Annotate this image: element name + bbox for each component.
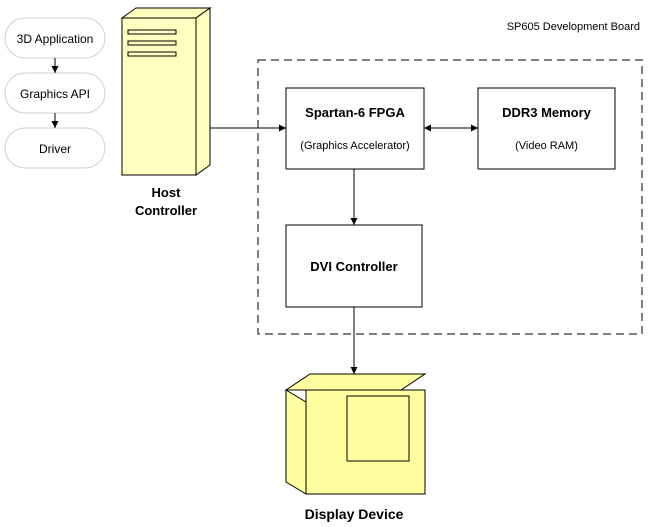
host-label-line1: Host — [151, 185, 181, 200]
display-label: Display Device — [304, 506, 404, 522]
board-border — [257, 59, 643, 335]
fpga-box — [285, 87, 425, 170]
stack-label-driver: Driver — [39, 142, 71, 156]
monitor-icon — [284, 373, 427, 495]
stack-label-graphics-api: Graphics API — [19, 87, 91, 101]
stack-label-3d-application: 3D Application — [16, 32, 94, 46]
ddr3-subtitle: (Video RAM) — [515, 140, 578, 152]
fpga-title: Spartan-6 FPGA — [305, 105, 405, 120]
host-tower-icon — [120, 7, 212, 176]
board-label: SP605 Development Board — [506, 21, 640, 33]
ddr3-box — [477, 87, 616, 170]
host-label-line2: Controller — [134, 203, 198, 218]
fpga-subtitle: (Graphics Accelerator) — [300, 140, 410, 152]
dvi-title: DVI Controller — [310, 259, 398, 274]
ddr3-title: DDR3 Memory — [502, 105, 591, 120]
